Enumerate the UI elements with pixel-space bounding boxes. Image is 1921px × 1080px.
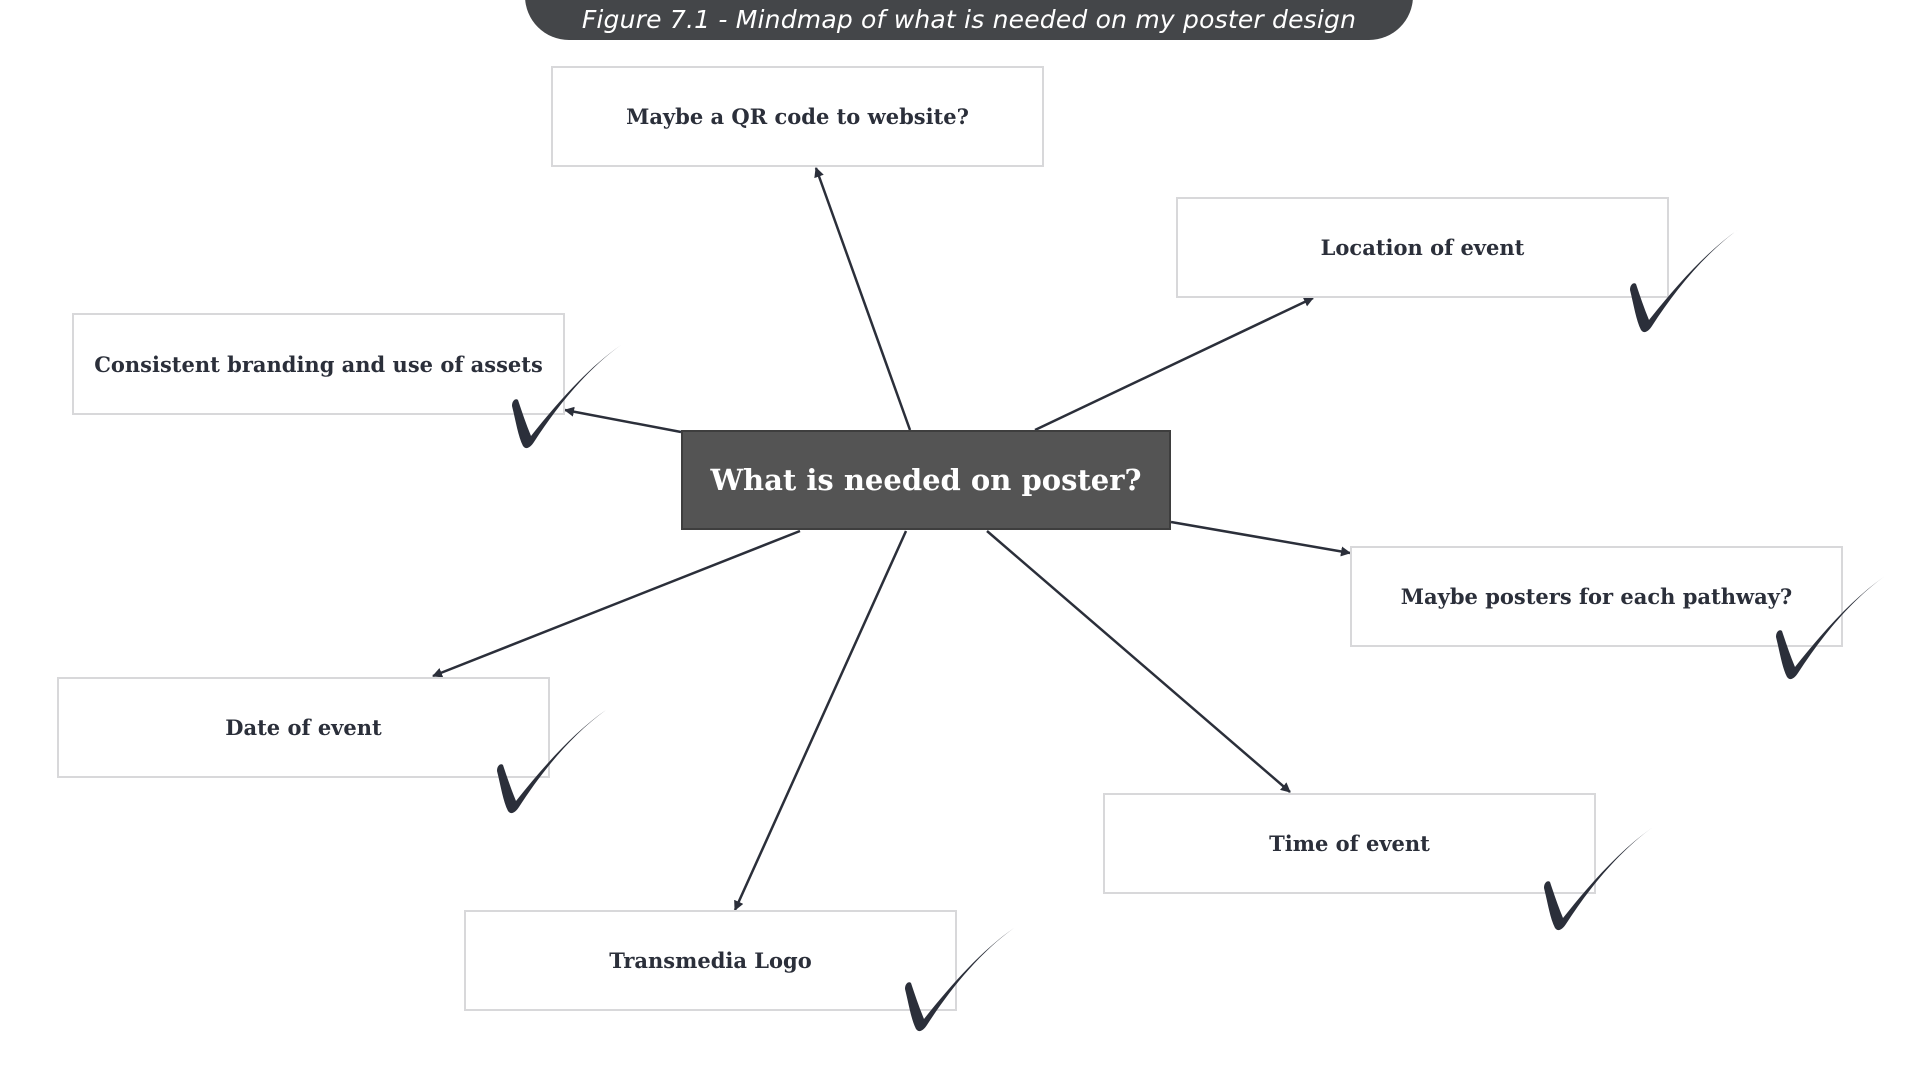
arrow-to-pathway xyxy=(1170,520,1351,557)
arrow-to-date xyxy=(432,529,801,678)
checkmark-icon xyxy=(905,928,1014,1032)
checkmark-icon xyxy=(1630,229,1739,333)
arrow-to-time xyxy=(986,530,1291,793)
arrow-to-logo xyxy=(733,530,908,911)
central-topic: What is needed on poster? xyxy=(681,430,1171,530)
node-time: Time of event xyxy=(1103,793,1596,894)
figure-caption-banner: Figure 7.1 - Mindmap of what is needed o… xyxy=(525,0,1413,40)
arrow-to-qr-code xyxy=(814,167,912,431)
node-pathway-posters: Maybe posters for each pathway? xyxy=(1350,546,1843,647)
checkmark-icon xyxy=(1544,827,1653,931)
figure-caption: Figure 7.1 - Mindmap of what is needed o… xyxy=(581,5,1357,34)
node-logo: Transmedia Logo xyxy=(464,910,957,1011)
arrow-to-location xyxy=(1034,296,1314,432)
arrow-to-branding xyxy=(564,406,682,434)
checkmark-icon xyxy=(1776,576,1885,680)
node-location: Location of event xyxy=(1176,197,1669,298)
checkmark-icon xyxy=(512,345,621,449)
node-qr-code: Maybe a QR code to website? xyxy=(551,66,1044,167)
node-date: Date of event xyxy=(57,677,550,778)
node-branding: Consistent branding and use of assets xyxy=(72,313,565,415)
checkmark-icon xyxy=(497,710,606,814)
